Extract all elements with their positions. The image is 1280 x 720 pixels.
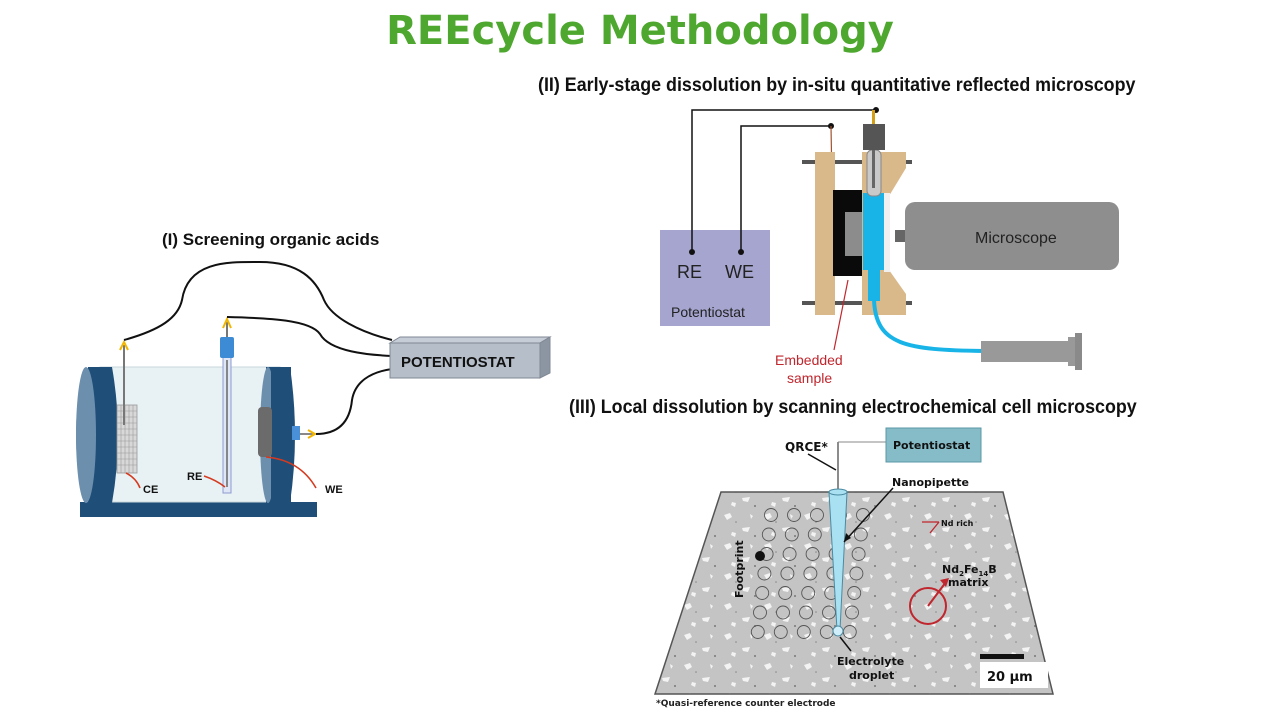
footprint-circle <box>810 508 824 522</box>
section-3-potentiostat <box>885 427 982 463</box>
scale-bar <box>980 654 1024 659</box>
ce-label: CE <box>143 484 158 496</box>
re-label: RE <box>187 471 202 483</box>
nanopipette-pointer <box>843 487 894 543</box>
main-title: REEcycle Methodology <box>386 8 894 54</box>
nd-rich-label: Nd rich <box>941 519 974 528</box>
we-wire <box>740 125 831 252</box>
section-1-potentiostat-label: POTENTIOSTAT <box>401 354 515 371</box>
nanopipette-label: Nanopipette <box>892 476 969 489</box>
footprint-circle <box>851 547 866 561</box>
footprint-circle <box>764 508 778 522</box>
footprint-circle <box>773 625 788 639</box>
footprint-circle <box>807 527 822 542</box>
glass-window <box>884 193 890 272</box>
sample-pointer <box>833 279 849 351</box>
footprint-circle <box>776 605 790 620</box>
footprint-label: Footprint <box>733 540 746 598</box>
matrix-label: matrix <box>948 576 988 589</box>
section-2-potentiostat <box>660 230 770 326</box>
qrce-label: QRCE* <box>785 440 828 454</box>
we-arrow-icon <box>307 429 318 439</box>
droplet-label-line2: droplet <box>849 669 894 682</box>
electrolyte-tubing <box>872 299 986 353</box>
footprint-circle <box>853 527 868 542</box>
footprint-circle <box>755 586 770 600</box>
re-arrow-icon <box>222 316 232 329</box>
embedded-sample-label-line1: Embedded <box>775 352 843 368</box>
footprint-circle <box>761 527 776 542</box>
qrce-pointer <box>807 453 837 471</box>
footprint-circle <box>753 605 767 620</box>
footnote: *Quasi-reference counter electrode <box>656 699 836 709</box>
section-2-we-terminal-label: WE <box>725 262 754 282</box>
we-pointer <box>265 456 317 489</box>
embedded-sample <box>845 212 863 256</box>
section-3-potentiostat-label: Potentiostat <box>893 439 970 452</box>
footprint-circle <box>778 586 793 600</box>
footprint-circle <box>750 625 765 639</box>
we-connector <box>292 426 300 440</box>
footprint-circle <box>799 605 813 620</box>
microscope-label: Microscope <box>975 230 1057 247</box>
reference-electrode-cap <box>220 337 234 358</box>
footprint-circle <box>803 566 818 581</box>
cell-base <box>80 502 317 517</box>
ce-cable <box>123 260 393 341</box>
matrix-formula: Nd2Fe14B <box>942 563 997 578</box>
nd-rich-pointer <box>922 521 940 534</box>
working-electrode-disk <box>258 407 272 457</box>
syringe-icon <box>981 333 1082 370</box>
footprint-dot <box>755 551 765 561</box>
microscope <box>905 202 1119 270</box>
left-holder-plate <box>815 152 835 315</box>
footprint-circle <box>757 566 772 581</box>
section-2-title: (II) Early-stage dissolution by in-situ … <box>538 75 1136 96</box>
re-pointer <box>203 475 226 488</box>
electrode-connector <box>863 124 885 150</box>
ce-arrow-icon <box>119 339 129 351</box>
we-label: WE <box>325 484 343 496</box>
electrolyte-channel <box>863 193 885 270</box>
footprint-circle <box>801 586 816 600</box>
re-wire <box>691 109 876 252</box>
ce-pointer <box>125 472 141 489</box>
electrolyte-droplet <box>832 625 844 637</box>
scale-bar-label: 20 µm <box>987 670 1033 685</box>
matrix-marker <box>909 587 947 625</box>
re-cable <box>226 316 393 357</box>
footprint-circle <box>805 547 820 561</box>
section-1-potentiostat: POTENTIOSTAT <box>388 336 552 379</box>
sample-surface <box>653 491 1054 695</box>
section-3-title: (III) Local dissolution by scanning elec… <box>569 397 1137 418</box>
footprint-circle <box>845 605 859 620</box>
section-2-re-terminal-label: RE <box>677 262 702 282</box>
section-1-title: (I) Screening organic acids <box>162 230 380 249</box>
microscope-objective <box>895 230 905 242</box>
footprint-circle <box>849 566 864 581</box>
droplet-label-line1: Electrolyte <box>837 655 904 668</box>
embedded-sample-label-line2: sample <box>787 370 832 386</box>
footprint-circle <box>796 625 811 639</box>
droplet-pointer <box>839 636 852 652</box>
footprint-circle <box>780 566 795 581</box>
footprint-circle <box>784 527 799 542</box>
footprint-circle <box>782 547 797 561</box>
footprint-circle <box>787 508 801 522</box>
footprint-circle <box>847 586 862 600</box>
we-cable <box>315 368 393 435</box>
section-2-potentiostat-label: Potentiostat <box>671 304 745 320</box>
